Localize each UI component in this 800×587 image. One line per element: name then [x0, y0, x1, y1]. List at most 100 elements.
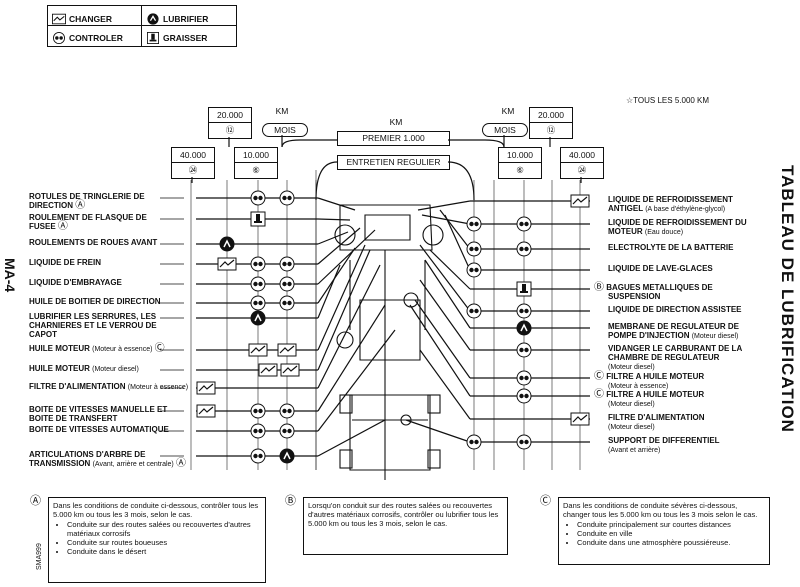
check-symbol-ring — [250, 423, 266, 439]
engine-block — [339, 204, 433, 251]
left-item-8: HUILE MOTEUR (Moteur diesel) — [29, 364, 139, 373]
legend-lubricate: LUBRIFIER — [146, 9, 239, 28]
right-item-9: Ⓒ FILTRE A HUILE MOTEUR(Moteur diesel) — [594, 389, 705, 409]
check-symbol-dot — [282, 261, 287, 267]
left-item-9: FILTRE D'ALIMENTATION (Moteur à essence) — [29, 382, 189, 391]
check-symbol-dot — [258, 281, 263, 287]
premier-1000: PREMIER 1.000 — [337, 131, 450, 146]
check-symbol-dot — [282, 281, 287, 287]
leader-line — [317, 197, 356, 211]
leader-line — [444, 214, 471, 271]
check-symbol — [250, 448, 266, 464]
leader-line — [419, 349, 471, 420]
check-symbol-ring — [250, 295, 266, 311]
note-c-item: Conduite dans une atmosphère poussiéreus… — [577, 538, 765, 547]
check-symbol-dot — [524, 347, 529, 353]
leader-line — [419, 244, 471, 312]
check-symbol — [279, 276, 295, 292]
front-wheel-right — [422, 224, 444, 246]
leader-line — [409, 304, 471, 397]
check-symbol — [466, 434, 482, 450]
leader-line — [317, 304, 386, 412]
check-symbol-dot — [258, 453, 263, 459]
check-symbol-ring — [250, 190, 266, 206]
km-label-right: KM — [492, 106, 524, 118]
right-item-10: FILTRE D'ALIMENTATION(Moteur diesel) — [608, 413, 705, 431]
lubricate-symbol-mark — [254, 313, 262, 322]
check-symbol — [279, 423, 295, 439]
km-label-center: KM — [376, 117, 416, 129]
change-symbol-line — [198, 406, 214, 415]
check-symbol — [466, 216, 482, 232]
note-a-item: Conduite dans le désert — [67, 547, 261, 556]
change-symbol — [570, 194, 590, 208]
check-symbol-dot — [287, 281, 292, 287]
change-symbol-line — [572, 196, 588, 205]
check-symbol-dot — [519, 347, 524, 353]
change-symbol — [196, 404, 216, 418]
chassis-outline — [334, 204, 444, 480]
check-symbol-dot — [253, 408, 258, 414]
check-symbol-ring — [250, 276, 266, 292]
check-symbol-dot — [282, 300, 287, 306]
check-symbol-dot — [282, 195, 287, 201]
check-symbol-dot — [519, 439, 524, 445]
legend: CHANGER LUBRIFIER CONTROLER GRAISSER — [47, 5, 237, 47]
interval-20000-left: 20.000 ⑫ — [208, 107, 252, 139]
check-symbol — [250, 190, 266, 206]
check-symbol — [466, 303, 482, 319]
connector — [447, 161, 475, 201]
leader-line — [439, 209, 471, 250]
check-symbol-dot — [474, 221, 479, 227]
check-symbol — [250, 295, 266, 311]
check-symbol-dot — [524, 439, 529, 445]
check-symbol — [516, 388, 532, 404]
right-item-3: LIQUIDE DE LAVE-GLACES — [608, 264, 713, 273]
grease-symbol-base — [254, 221, 262, 223]
check-symbol-ring — [466, 262, 482, 278]
change-symbol-line — [260, 365, 276, 374]
connector — [281, 139, 337, 148]
grease-symbol — [250, 211, 266, 227]
check-symbol-dot — [287, 261, 292, 267]
check-symbol-ring — [516, 216, 532, 232]
check-symbol-ring — [279, 276, 295, 292]
legend-grease-label: GRAISSER — [163, 32, 208, 43]
note-b: Lorsqu'on conduit sur des routes salées … — [303, 497, 508, 555]
right-item-8: Ⓒ FILTRE A HUILE MOTEUR(Moteur à essence… — [594, 371, 705, 391]
leader-line — [317, 419, 386, 457]
rear-wheel-right-2 — [427, 449, 441, 469]
check-symbol — [250, 403, 266, 419]
right-item-5: LIQUIDE DE DIRECTION ASSISTEE — [608, 305, 742, 314]
service-symbols — [196, 190, 590, 464]
lubricate-symbol-mark — [520, 323, 528, 332]
left-item-3: LIQUIDE DE FREIN — [29, 258, 102, 267]
change-symbol-line — [282, 365, 298, 374]
lubricate-symbol-mark — [223, 239, 231, 248]
leader-line — [405, 419, 471, 443]
interval-10000-right: 10.000 ⑥ — [498, 147, 542, 179]
lubricate-symbol-disc — [219, 236, 235, 252]
leader-line — [317, 264, 381, 389]
connector — [315, 161, 338, 201]
rear-wheel-right — [427, 394, 441, 414]
check-symbol-ring — [516, 342, 532, 358]
check-symbol-ring — [466, 241, 482, 257]
right-item-11: SUPPORT DE DIFFERENTIEL(Avant et arrière… — [608, 436, 720, 454]
check-symbol — [279, 256, 295, 272]
leader-line — [424, 259, 471, 329]
grease-icon — [147, 31, 159, 44]
check-symbol-dot — [524, 308, 529, 314]
check-symbol-dot — [258, 195, 263, 201]
interval-10000-left: 10.000 ⑥ — [234, 147, 278, 179]
check-symbol-dot — [524, 246, 529, 252]
leader-line — [317, 264, 341, 319]
check-symbol-dot — [524, 375, 529, 381]
leader-line — [421, 214, 471, 225]
check-symbol-dot — [474, 308, 479, 314]
note-c: Dans les conditions de conduite sévères … — [558, 497, 770, 565]
interval-grid — [190, 170, 581, 470]
